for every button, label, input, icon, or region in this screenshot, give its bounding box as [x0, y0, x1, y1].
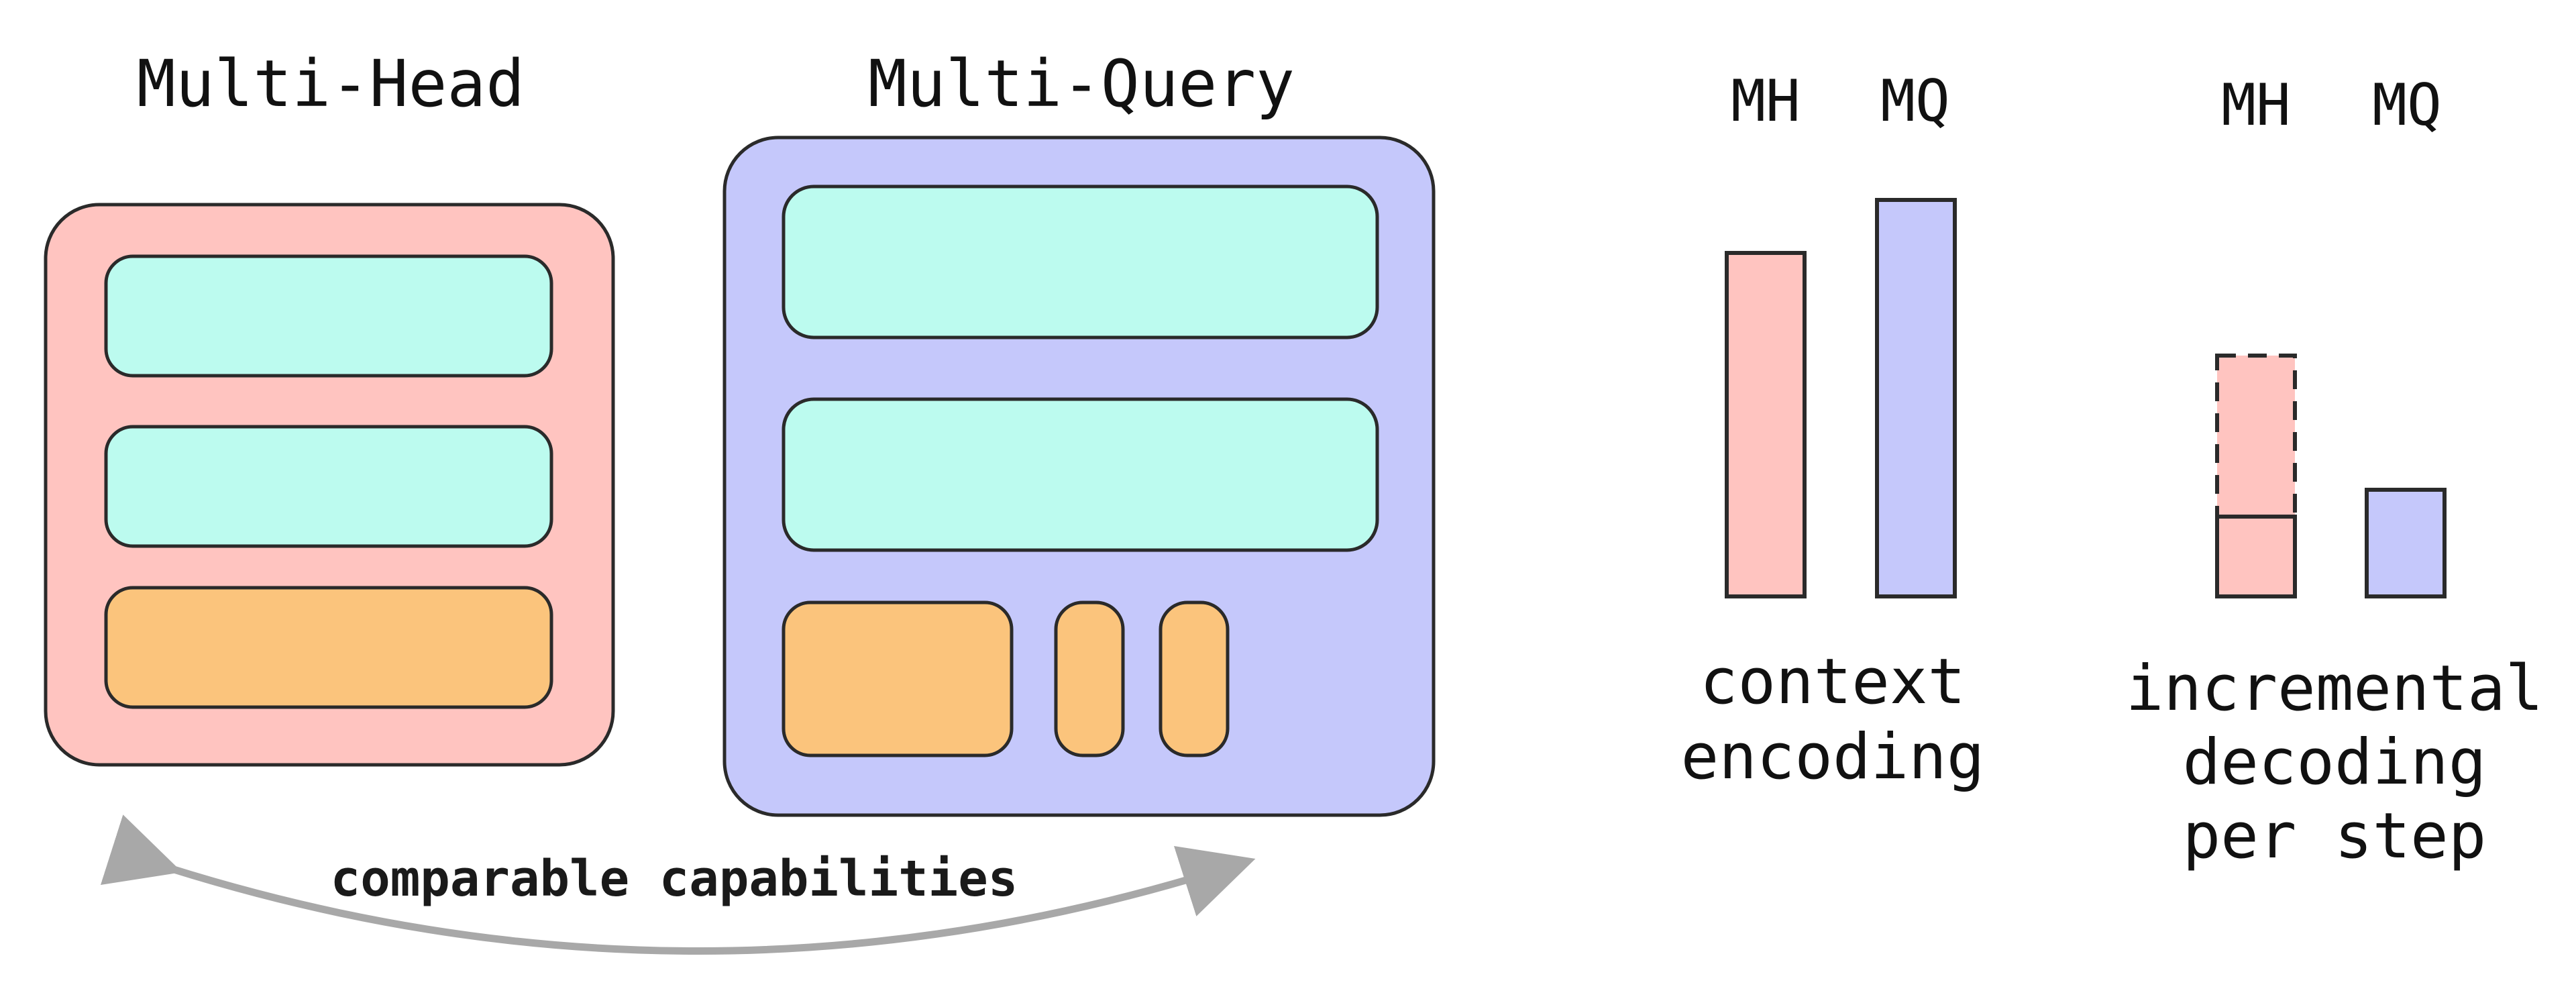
bar-label-mq-context: MQ — [1880, 68, 1950, 135]
multi-query-title: Multi-Query — [868, 46, 1295, 121]
mh-query-head-1 — [104, 254, 553, 378]
mq-shared-kv — [782, 600, 1014, 757]
mq-query-head-1 — [782, 184, 1379, 339]
bar-mh-decoding-dashed-extension — [2215, 354, 2297, 519]
bar-mh-decoding — [2215, 515, 2297, 598]
comparable-capabilities-arrow — [100, 814, 1256, 955]
caption-decoding-line-1: incremental — [2126, 652, 2544, 725]
incremental-decoding-chart: MH MQ incremental decoding per step — [2126, 72, 2544, 873]
multi-head-block — [44, 203, 615, 767]
bar-label-mh-decoding: MH — [2221, 72, 2291, 139]
context-encoding-chart: MH MQ context encoding — [1681, 68, 1985, 794]
comparable-capabilities-label: comparable capabilities — [331, 850, 1018, 908]
mh-query-head-2 — [104, 425, 553, 548]
mh-kv-head — [104, 586, 553, 709]
mq-query-head-2 — [782, 397, 1379, 552]
multi-head-title: Multi-Head — [137, 46, 525, 121]
bar-label-mq-decoding: MQ — [2372, 72, 2442, 139]
caption-context-line-1: context — [1700, 645, 1966, 719]
caption-context-line-2: encoding — [1681, 721, 1985, 794]
caption-decoding-line-3: per step — [2183, 800, 2487, 873]
mq-small-kv-1 — [1054, 600, 1125, 757]
bar-mq-decoding — [2365, 488, 2447, 598]
bar-mh-context — [1725, 251, 1807, 598]
bar-label-mh-context: MH — [1731, 68, 1801, 135]
mq-small-kv-2 — [1159, 600, 1230, 757]
caption-decoding-line-2: decoding — [2183, 726, 2487, 799]
bar-mq-context — [1875, 198, 1957, 598]
multi-query-block — [722, 136, 1436, 817]
